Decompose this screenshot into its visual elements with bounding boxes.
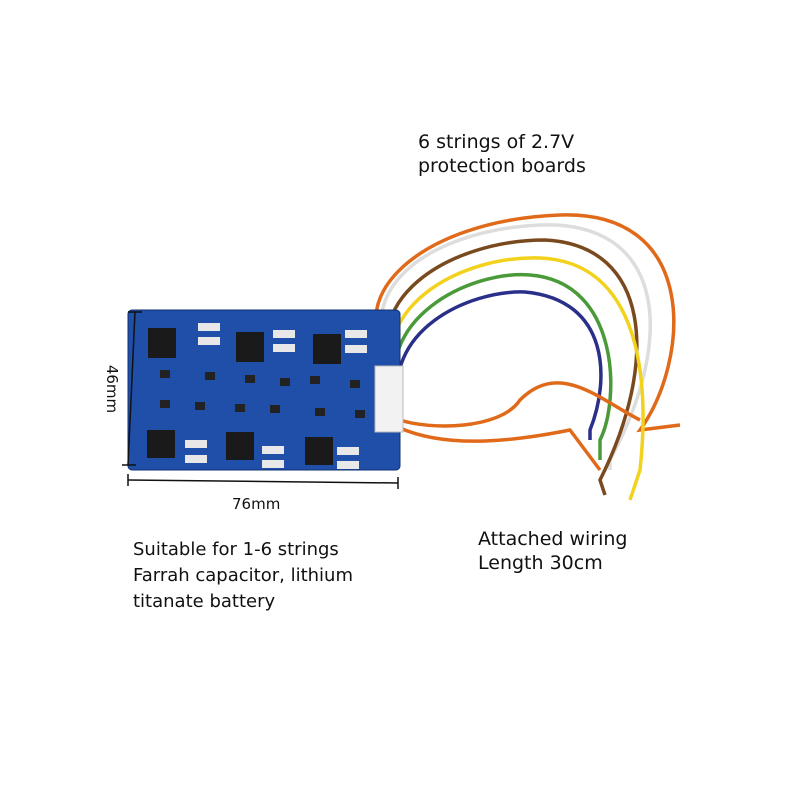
resistors [185, 323, 367, 469]
wire-bundle [374, 213, 681, 501]
dimension-lines [122, 311, 399, 489]
wiring-line-1: Attached wiring [478, 528, 628, 550]
description-line-3: titanate battery [133, 591, 276, 612]
description-line-1: Suitable for 1-6 strings [133, 539, 339, 560]
description-line-2: Farrah capacitor, lithium [133, 565, 353, 586]
title-line-1: 6 strings of 2.7V [418, 131, 575, 153]
wire-connector [374, 365, 404, 433]
wiring-line-2: Length 30cm [478, 552, 603, 574]
transistors [160, 370, 365, 418]
mosfets [147, 328, 341, 465]
title-line-2: protection boards [418, 155, 586, 177]
height-dimension: 46mm [103, 364, 122, 414]
width-dimension: 76mm [232, 495, 281, 513]
